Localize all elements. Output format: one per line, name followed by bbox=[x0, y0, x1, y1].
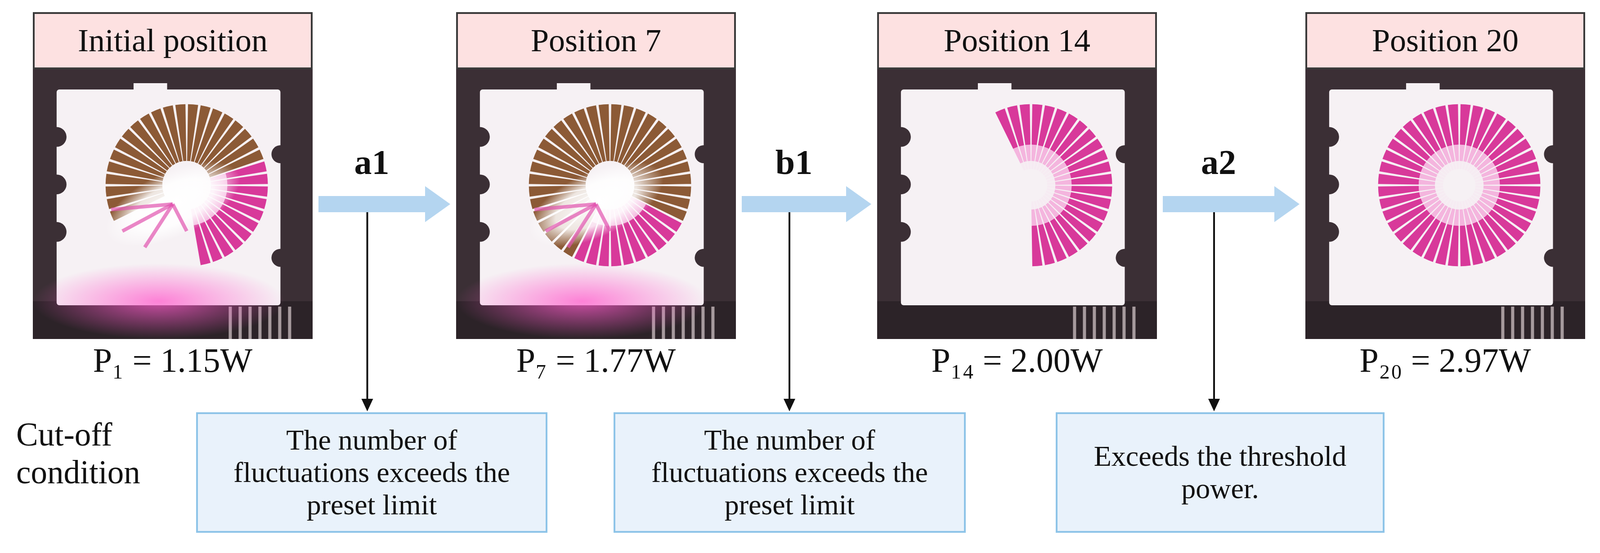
position-title: Position 7 bbox=[530, 22, 662, 59]
position-title: Initial position bbox=[77, 22, 268, 59]
condition-text: The number of fluctuations exceeds the p… bbox=[641, 424, 939, 522]
power-row: P₂₀ = 2.97W bbox=[1305, 341, 1586, 380]
flow-arrow bbox=[318, 186, 451, 223]
leader-line bbox=[1213, 212, 1215, 400]
plasma-photo bbox=[1305, 69, 1586, 340]
plasma-photo bbox=[456, 69, 736, 340]
position-header: Position 14 bbox=[877, 12, 1157, 70]
position-title: Position 14 bbox=[943, 22, 1091, 59]
flow-arrow bbox=[1162, 186, 1300, 223]
position-panel: Position 7 P₇ = 1.77W bbox=[456, 12, 736, 380]
cutoff-box: The number of fluctuations exceeds the p… bbox=[613, 412, 966, 534]
position-panel: Position 20 P₂₀ = 2.97W bbox=[1305, 12, 1586, 380]
power-value: P₁₄ = 2.00W bbox=[877, 341, 1157, 380]
power-row: P₇ = 1.77W bbox=[456, 341, 736, 380]
photo-frame bbox=[32, 69, 313, 340]
position-header: Position 7 bbox=[456, 12, 736, 70]
position-header: Position 20 bbox=[1305, 12, 1586, 70]
photo-frame bbox=[1305, 69, 1586, 340]
condition-text: Exceeds the threshold power. bbox=[1071, 440, 1369, 506]
power-value: P₇ = 1.77W bbox=[456, 341, 736, 380]
photo-frame bbox=[877, 69, 1157, 340]
step-label: a2 bbox=[1201, 144, 1237, 180]
position-header: Initial position bbox=[32, 12, 313, 70]
flow-arrow bbox=[741, 186, 872, 223]
cutoff-box: Exceeds the threshold power. bbox=[1055, 412, 1385, 534]
position-title: Position 20 bbox=[1371, 22, 1519, 59]
leader-arrowhead bbox=[783, 398, 796, 412]
row-label: Cut-off condition bbox=[16, 416, 172, 492]
cutoff-box: The number of fluctuations exceeds the p… bbox=[196, 412, 548, 534]
step-label: a1 bbox=[354, 144, 390, 180]
power-row: P₁ = 1.15W bbox=[32, 341, 313, 380]
leader-arrowhead bbox=[361, 398, 374, 412]
leader-line bbox=[788, 212, 791, 400]
power-value: P₂₀ = 2.97W bbox=[1305, 341, 1586, 380]
position-panel: Position 14 P₁₄ = 2.00W bbox=[877, 12, 1157, 380]
position-panel: Initial position P₁ = 1.15W bbox=[32, 12, 313, 380]
step-label: b1 bbox=[775, 144, 813, 180]
condition-text: The number of fluctuations exceeds the p… bbox=[223, 424, 521, 522]
plasma-photo bbox=[32, 69, 313, 340]
plasma-photo bbox=[877, 69, 1157, 340]
power-row: P₁₄ = 2.00W bbox=[877, 341, 1157, 380]
power-value: P₁ = 1.15W bbox=[32, 341, 313, 380]
leader-line bbox=[366, 212, 369, 400]
photo-frame bbox=[456, 69, 736, 340]
leader-arrowhead bbox=[1208, 398, 1220, 412]
